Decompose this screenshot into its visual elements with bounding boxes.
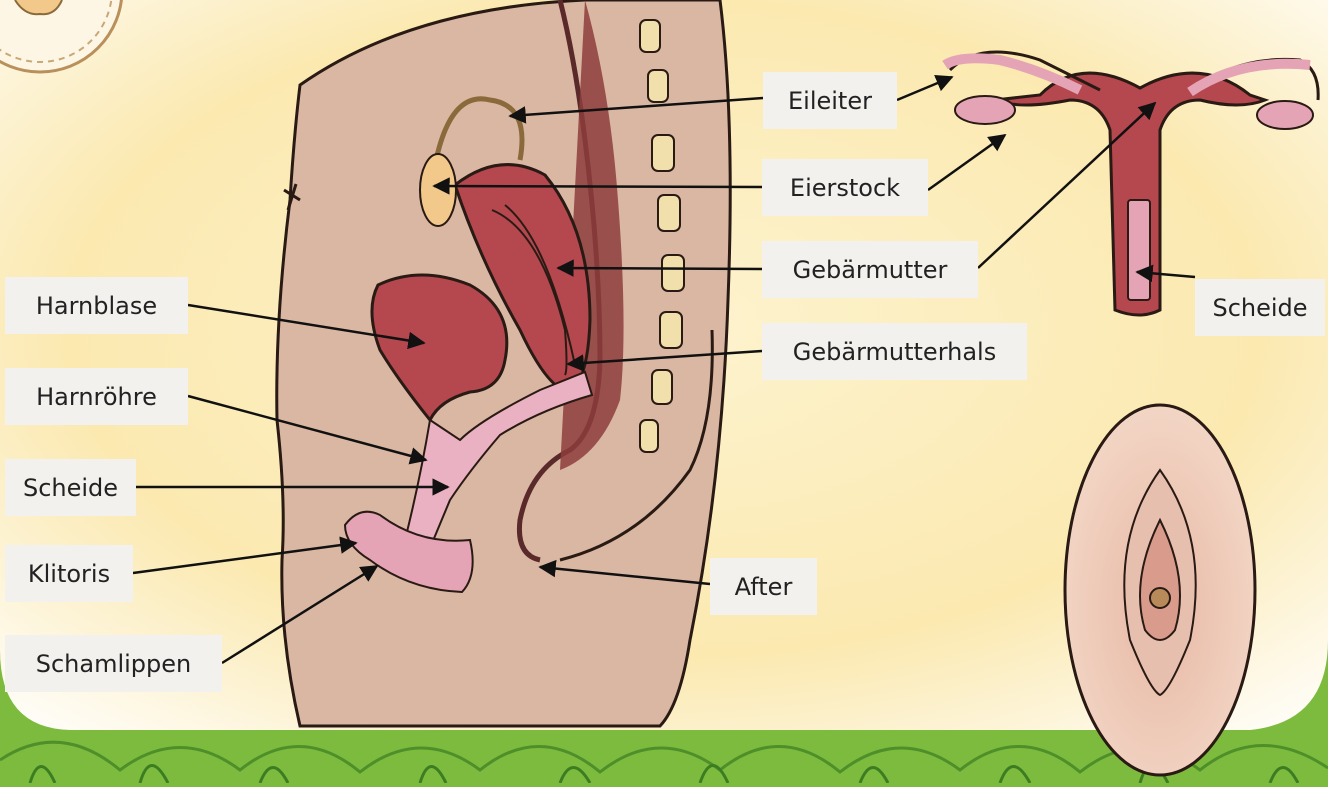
label-gebaermutter: Gebärmutter	[762, 241, 978, 298]
label-schamlippen: Schamlippen	[5, 635, 222, 692]
label-scheide-left: Scheide	[5, 459, 136, 516]
label-eileiter: Eileiter	[763, 72, 897, 129]
label-klitoris: Klitoris	[5, 545, 133, 602]
label-gebaermutterhals: Gebärmutterhals	[762, 323, 1027, 380]
label-scheide-right: Scheide	[1195, 279, 1325, 336]
label-after: After	[710, 558, 817, 615]
label-eierstock: Eierstock	[762, 159, 928, 216]
label-harnroehre: Harnröhre	[5, 368, 188, 425]
label-harnblase: Harnblase	[5, 277, 188, 334]
